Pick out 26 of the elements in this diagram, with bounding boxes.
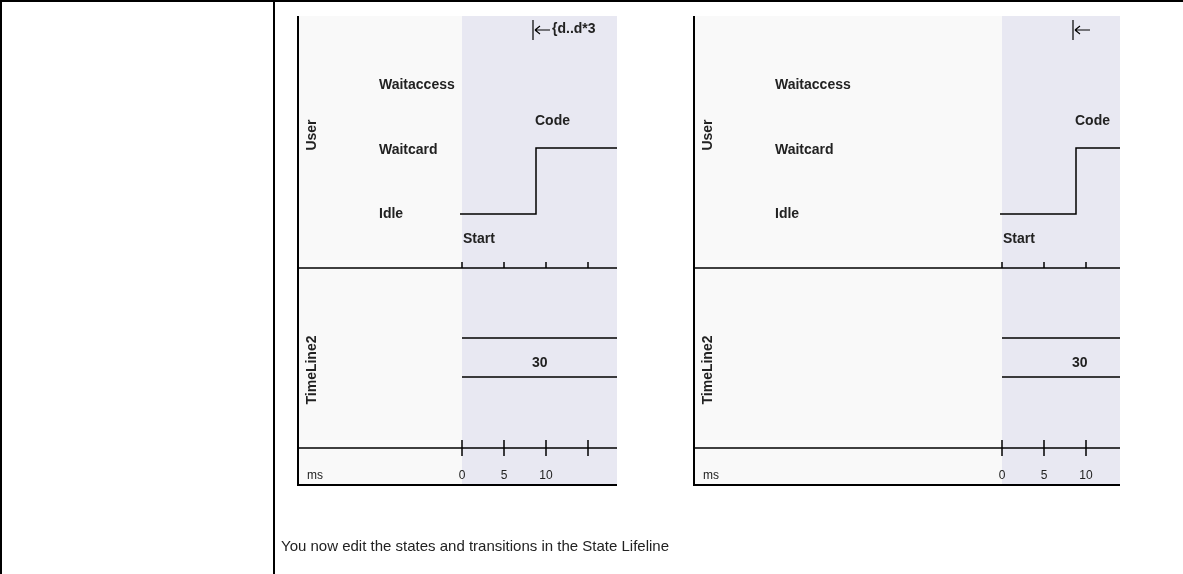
state-label: Waitcard	[775, 141, 834, 157]
state-label: Waitcard	[379, 141, 438, 157]
duration-constraint: {d..d*3	[552, 20, 596, 36]
state-label: Code	[535, 112, 570, 128]
time-tick-label: 10	[539, 467, 553, 483]
state-label: Idle	[775, 205, 800, 221]
state-label: Waitaccess	[379, 76, 455, 92]
value-label: 30	[1072, 354, 1088, 370]
event-label: Start	[1003, 230, 1035, 246]
time-unit-label: ms	[307, 467, 323, 483]
time-tick-label: 0	[998, 467, 1006, 483]
caption-text: You now edit the states and transitions in the State Lifeline	[281, 537, 670, 554]
lifeline-name: TimeLine2	[303, 335, 319, 405]
time-tick-label: 5	[1040, 467, 1048, 483]
value-label: 30	[532, 354, 548, 370]
time-tick-label: 0	[458, 467, 466, 483]
time-tick-label: 10	[1079, 467, 1093, 483]
event-label: Start	[463, 230, 495, 246]
state-label: Idle	[379, 205, 404, 221]
lifeline-name: User	[699, 119, 715, 151]
lifeline-name: TimeLine2	[699, 335, 715, 405]
time-tick-label: 5	[500, 467, 508, 483]
lifeline-name: User	[303, 119, 319, 151]
state-label: Code	[1075, 112, 1110, 128]
state-label: Waitaccess	[775, 76, 851, 92]
time-unit-label: ms	[703, 467, 719, 483]
